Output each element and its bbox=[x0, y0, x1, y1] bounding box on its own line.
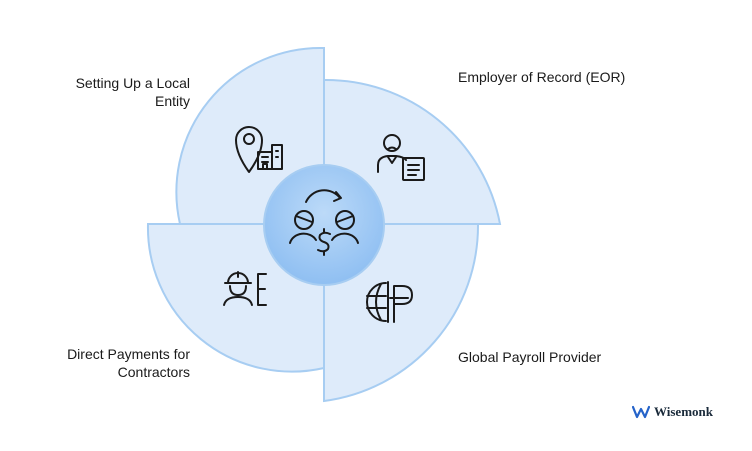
worker-ledger-icon bbox=[223, 271, 267, 306]
location-building-icon bbox=[235, 126, 283, 173]
brand-logo: Wisemonk bbox=[632, 404, 713, 420]
globe-currency-icon bbox=[366, 281, 413, 323]
employee-document-icon bbox=[377, 134, 425, 181]
label-setting-up-local-entity: Setting Up a Local Entity bbox=[75, 75, 190, 109]
brand-name: Wisemonk bbox=[654, 404, 713, 419]
people-money-exchange-icon bbox=[289, 189, 359, 256]
label-direct-payments-contractors: Direct Payments for Contractors bbox=[67, 346, 190, 380]
center-circle bbox=[263, 164, 385, 286]
label-employer-of-record: Employer of Record (EOR) bbox=[458, 69, 626, 85]
wisemonk-logo-icon bbox=[632, 405, 650, 419]
label-global-payroll-provider: Global Payroll Provider bbox=[458, 349, 602, 365]
